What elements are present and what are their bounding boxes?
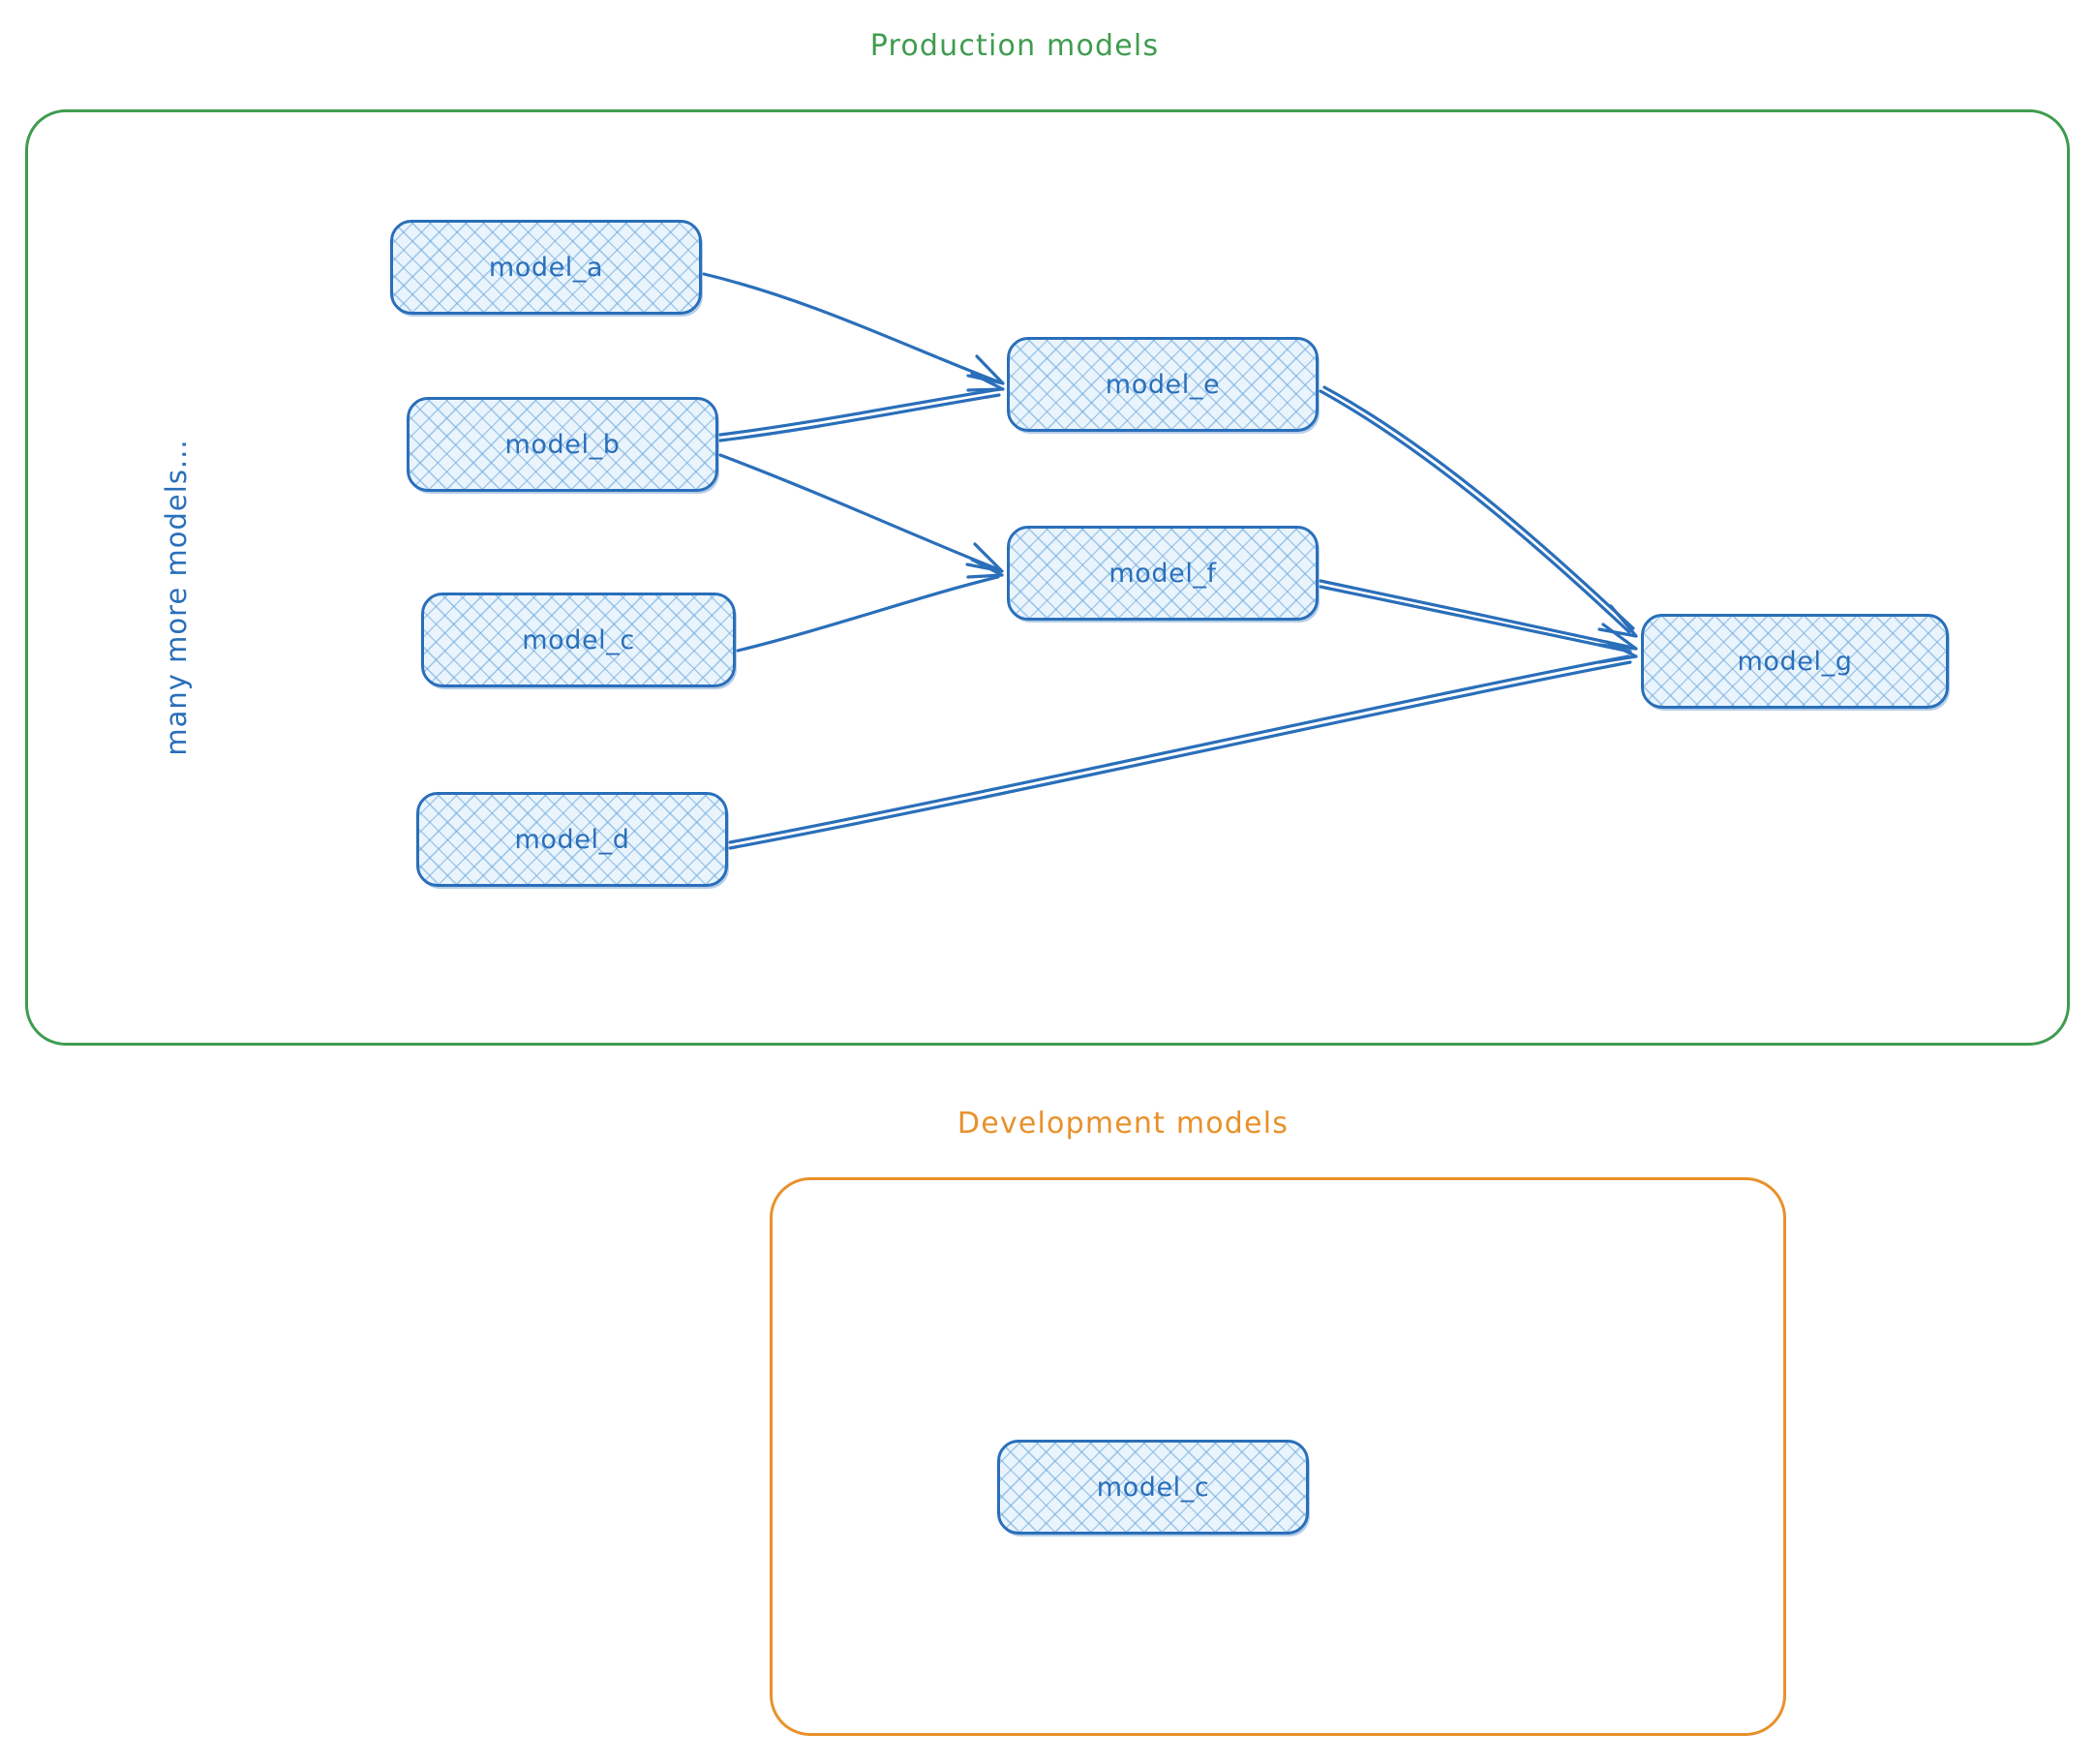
- node-model-e[interactable]: model_e: [1007, 337, 1319, 432]
- node-label: model_f: [1108, 558, 1217, 589]
- node-label: model_e: [1105, 369, 1221, 400]
- production-group-title: Production models: [869, 29, 1160, 63]
- node-model-a[interactable]: model_a: [390, 220, 702, 315]
- node-dev-model-c[interactable]: model_c: [997, 1440, 1309, 1535]
- development-group-title: Development models: [956, 1107, 1290, 1141]
- node-model-f[interactable]: model_f: [1007, 526, 1319, 621]
- node-model-d[interactable]: model_d: [416, 792, 728, 887]
- node-label: model_c: [1096, 1472, 1210, 1503]
- node-label: model_b: [504, 429, 621, 460]
- node-label: model_g: [1737, 646, 1853, 677]
- node-label: model_c: [522, 624, 635, 655]
- development-group-box: [770, 1177, 1786, 1736]
- node-model-b[interactable]: model_b: [407, 397, 718, 492]
- node-model-g[interactable]: model_g: [1641, 614, 1949, 709]
- production-group-box: [25, 109, 2070, 1046]
- node-label: model_d: [514, 824, 630, 855]
- node-model-c[interactable]: model_c: [421, 593, 736, 687]
- many-more-models-label: many more models...: [160, 439, 193, 756]
- node-label: model_a: [488, 252, 604, 283]
